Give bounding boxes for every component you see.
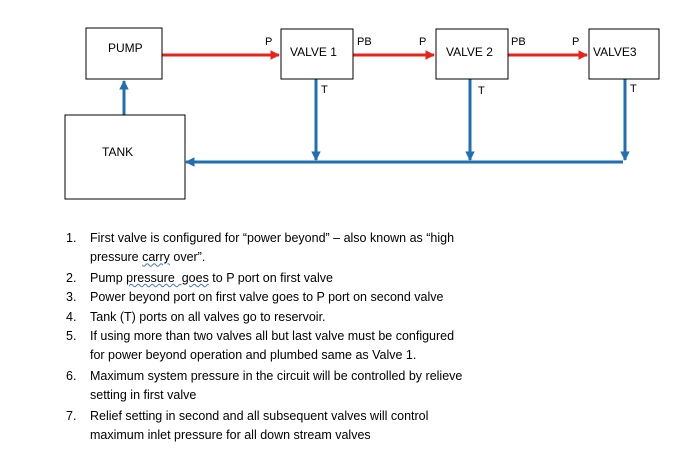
grammar-flagged-text: carry [142, 250, 170, 265]
valve1-pb-port-label: PB [357, 36, 372, 48]
note-text-continued: setting in first valve [90, 388, 197, 403]
note-number: 3. [66, 290, 77, 305]
note-number: 5. [66, 329, 77, 344]
pump-label: PUMP [108, 41, 143, 55]
valve2-t-port-label: T [478, 85, 485, 97]
note-text-segment: pressure [90, 250, 143, 265]
note-text-continued: pressure carry over”. [90, 248, 536, 267]
hydraulic-circuit-diagram: PUMP VALVE 1 VALVE 2 VALVE3 TANK P PB T … [64, 27, 660, 200]
note-text: Maximum system pressure in the circuit w… [90, 368, 463, 383]
valve3-box: VALVE3 [588, 28, 660, 80]
valve2-pb-port-label: PB [511, 36, 526, 48]
note-text: Relief setting in second and all subsequ… [90, 408, 429, 423]
note-text-segment: Pump [90, 270, 127, 285]
note-number: 1. [66, 231, 77, 245]
note-number: 4. [66, 309, 77, 324]
valve1-label: VALVE 1 [290, 45, 337, 59]
valve1-p-port-label: P [265, 36, 272, 48]
note-item: 2. Pump pressure goes to P port on first… [66, 269, 536, 288]
note-item: 5. If using more than two valves all but… [66, 327, 536, 366]
note-text-segment: over”. [169, 250, 206, 265]
valve1-box: VALVE 1 [280, 28, 354, 80]
note-text: First valve is configured for “power bey… [90, 231, 455, 245]
note-text: If using more than two valves all but la… [90, 329, 455, 344]
tank-label: TANK [102, 145, 133, 159]
note-item: 1. First valve is configured for “power … [66, 229, 536, 268]
valve2-box: VALVE 2 [435, 28, 509, 80]
pump-box: PUMP [85, 27, 163, 80]
note-number: 7. [66, 408, 77, 423]
note-number: 2. [66, 270, 77, 285]
note-item: 6. Maximum system pressure in the circui… [66, 367, 536, 406]
note-text-continued: maximum inlet pressure for all down stre… [90, 428, 371, 443]
note-text-segment: to P port on first valve [208, 270, 333, 285]
note-item: 4. Tank (T) ports on all valves go to re… [66, 308, 536, 327]
valve3-label: VALVE3 [593, 45, 637, 59]
note-text: Tank (T) ports on all valves go to reser… [90, 309, 326, 324]
notes-list: 1. First valve is configured for “power … [66, 229, 536, 445]
valve3-t-port-label: T [630, 83, 637, 95]
note-item: 7. Relief setting in second and all subs… [66, 407, 536, 446]
note-number: 6. [66, 368, 77, 383]
note-text: Power beyond port on first valve goes to… [90, 290, 444, 305]
grammar-flagged-text: pressure goes [126, 270, 209, 285]
tank-box: TANK [64, 114, 186, 200]
valve3-p-port-label: P [572, 36, 579, 48]
valve1-t-port-label: T [321, 84, 328, 96]
valve2-p-port-label: P [419, 36, 426, 48]
note-text-continued: for power beyond operation and plumbed s… [90, 348, 417, 363]
note-item: 3. Power beyond port on first valve goes… [66, 288, 536, 307]
valve2-label: VALVE 2 [446, 45, 493, 59]
